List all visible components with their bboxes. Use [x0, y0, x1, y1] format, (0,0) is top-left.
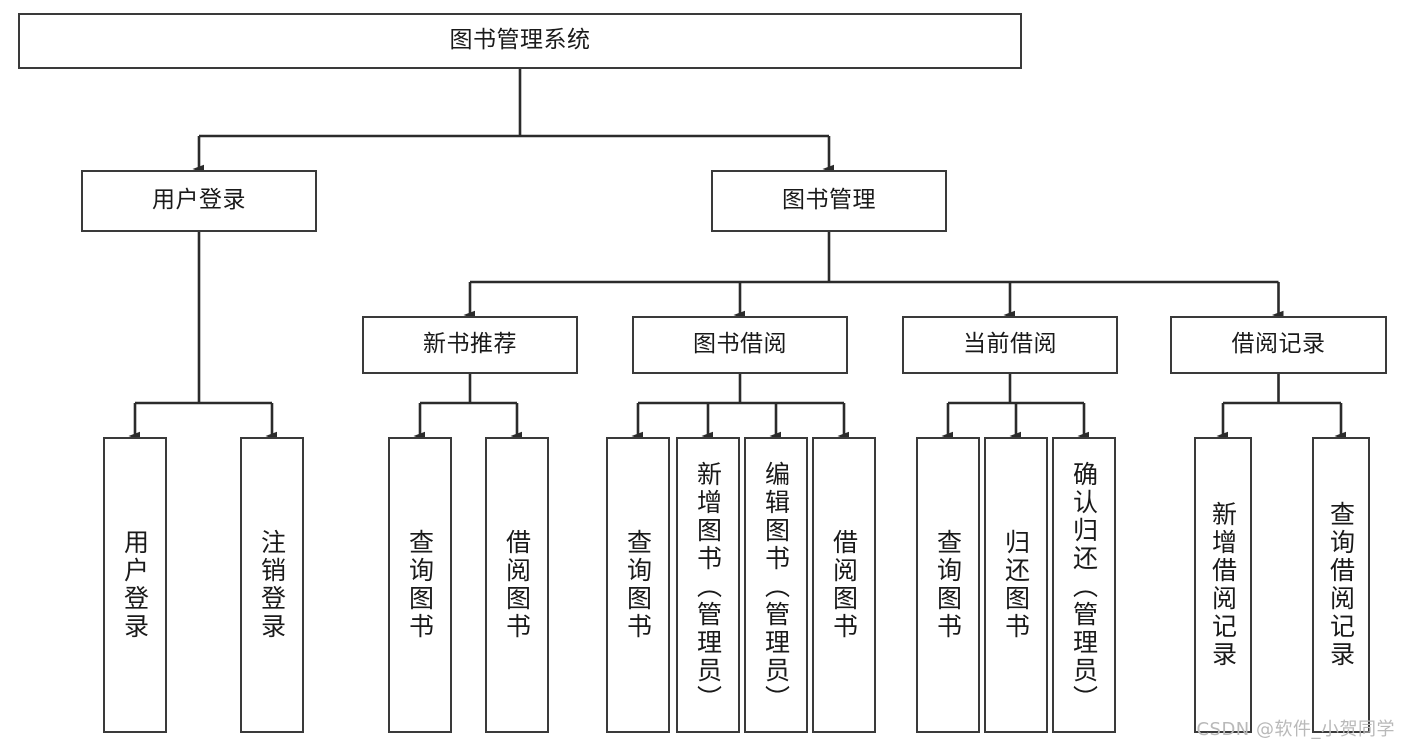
node-label: 图书借阅	[693, 331, 787, 358]
node-label: 用户登录	[152, 187, 246, 214]
node-label: 图书管理	[782, 187, 876, 214]
node-label: 查询图书	[623, 529, 653, 641]
node-book-manage[interactable]: 图书管理	[711, 170, 947, 232]
node-label: 编辑图书（管理员）	[761, 461, 791, 713]
node-label: 查询图书	[933, 529, 963, 641]
node-label: 借阅图书	[502, 529, 532, 641]
node-label: 新书推荐	[423, 331, 517, 358]
node-cb-confirm-return[interactable]: 确认归还（管理员）	[1052, 437, 1116, 733]
node-label: 用户登录	[120, 529, 150, 641]
node-label: 新增图书（管理员）	[693, 461, 723, 713]
node-book-borrow[interactable]: 图书借阅	[632, 316, 848, 374]
node-nbr-borrow-book[interactable]: 借阅图书	[485, 437, 549, 733]
node-current-borrow[interactable]: 当前借阅	[902, 316, 1118, 374]
node-cb-query-book[interactable]: 查询图书	[916, 437, 980, 733]
node-label: 当前借阅	[963, 331, 1057, 358]
node-label: 查询借阅记录	[1326, 501, 1356, 669]
node-br-query-record[interactable]: 查询借阅记录	[1312, 437, 1370, 733]
node-nbr-query-book[interactable]: 查询图书	[388, 437, 452, 733]
node-label: 查询图书	[405, 529, 435, 641]
node-borrow-record[interactable]: 借阅记录	[1170, 316, 1387, 374]
node-bb-borrow-book[interactable]: 借阅图书	[812, 437, 876, 733]
node-label: 注销登录	[257, 529, 287, 641]
node-label: 确认归还（管理员）	[1069, 461, 1099, 713]
node-user-login[interactable]: 用户登录	[81, 170, 317, 232]
node-label: 图书管理系统	[449, 27, 591, 54]
node-root[interactable]: 图书管理系统	[18, 13, 1022, 69]
node-bb-edit-book[interactable]: 编辑图书（管理员）	[744, 437, 808, 733]
node-label: 借阅图书	[829, 529, 859, 641]
node-new-book-recommend[interactable]: 新书推荐	[362, 316, 578, 374]
node-user-login-leaf[interactable]: 用户登录	[103, 437, 167, 733]
node-user-logout-leaf[interactable]: 注销登录	[240, 437, 304, 733]
node-bb-add-book[interactable]: 新增图书（管理员）	[676, 437, 740, 733]
node-bb-query-book[interactable]: 查询图书	[606, 437, 670, 733]
node-br-add-record[interactable]: 新增借阅记录	[1194, 437, 1252, 733]
node-cb-return-book[interactable]: 归还图书	[984, 437, 1048, 733]
node-label: 借阅记录	[1231, 331, 1326, 358]
node-label: 新增借阅记录	[1208, 501, 1238, 669]
node-label: 归还图书	[1001, 529, 1031, 641]
